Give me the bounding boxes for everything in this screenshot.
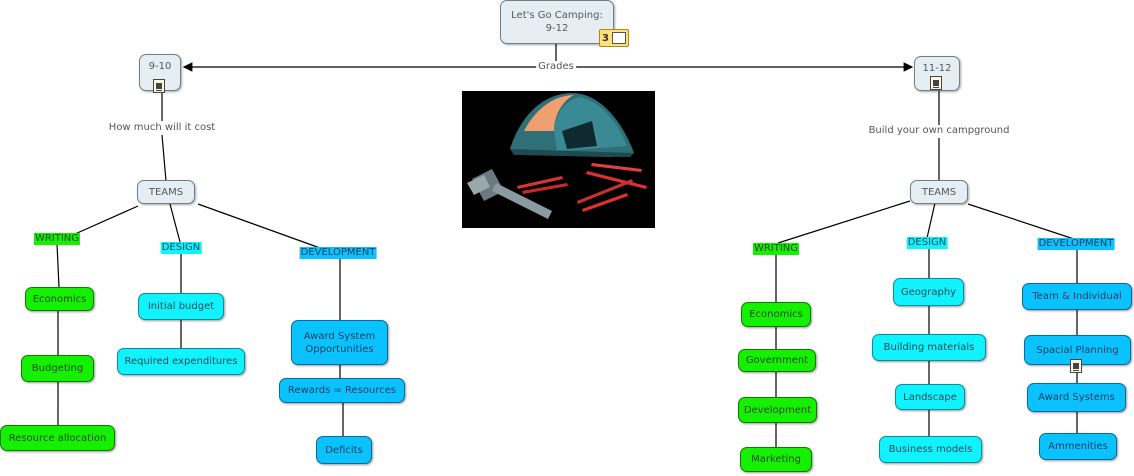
item-label: Award System Opportunities xyxy=(303,330,376,355)
item-label: Landscape xyxy=(903,391,957,403)
category-writing-left: WRITING xyxy=(33,233,81,245)
development-right-item[interactable]: Team & Individual xyxy=(1022,283,1132,310)
item-label: Spacial Planning xyxy=(1036,344,1119,356)
design-right-item[interactable]: Business models xyxy=(879,436,982,463)
link-label-grades: Grades xyxy=(536,61,576,73)
teams-node-right[interactable]: TEAMS xyxy=(910,180,968,204)
item-label: Deficits xyxy=(325,444,363,456)
item-label: Rewards = Resources xyxy=(287,385,397,396)
item-label: Business models xyxy=(888,444,973,455)
question-left: How much will it cost xyxy=(106,122,218,134)
writing-left-item[interactable]: Budgeting xyxy=(21,355,94,382)
root-title: Let's Go Camping: 9-12 xyxy=(511,10,603,34)
writing-right-item[interactable]: Government xyxy=(738,349,816,372)
category-design-left: DESIGN xyxy=(160,242,202,254)
item-label: Development xyxy=(743,404,812,416)
teams-node-left[interactable]: TEAMS xyxy=(137,180,195,204)
item-label: Ammenities xyxy=(1048,441,1108,452)
item-label: Resource allocation xyxy=(8,432,107,444)
pencil-icon xyxy=(612,32,626,44)
design-right-item[interactable]: Landscape xyxy=(895,384,965,410)
category-development-right: DEVELOPMENT xyxy=(1037,238,1115,250)
development-left-item[interactable]: Deficits xyxy=(316,436,372,464)
writing-left-item[interactable]: Economics xyxy=(25,287,94,311)
item-label: Geography xyxy=(900,286,957,298)
design-right-item[interactable]: Building materials xyxy=(872,334,986,361)
item-label: Award Systems xyxy=(1038,392,1115,403)
development-right-item[interactable]: Ammenities xyxy=(1039,433,1117,460)
grade-right-label: 11-12 xyxy=(922,63,952,74)
development-left-item[interactable]: Award System Opportunities xyxy=(291,320,388,365)
item-label: Government xyxy=(745,355,809,366)
notes-count: 3 xyxy=(602,32,609,44)
category-writing-right: WRITING xyxy=(752,243,800,255)
category-development-left: DEVELOPMENT xyxy=(299,247,377,259)
design-left-item[interactable]: Required expenditures xyxy=(117,348,245,375)
item-label: Economics xyxy=(749,309,803,320)
writing-right-item[interactable]: Marketing xyxy=(740,447,812,472)
tent-clipart-icon xyxy=(462,91,655,228)
question-right: Build your own campground xyxy=(866,125,1012,137)
development-right-item[interactable]: Spacial Planning xyxy=(1024,335,1131,365)
category-design-right: DESIGN xyxy=(906,237,948,249)
writing-right-item[interactable]: Development xyxy=(738,397,817,423)
item-label: Marketing xyxy=(751,454,801,465)
document-icon[interactable] xyxy=(1070,359,1082,373)
root-node[interactable]: Let's Go Camping: 9-12 xyxy=(500,0,614,44)
design-left-item[interactable]: Initial budget xyxy=(138,293,224,320)
document-icon[interactable] xyxy=(930,76,942,90)
teams-left-label: TEAMS xyxy=(148,186,184,198)
writing-left-item[interactable]: Resource allocation xyxy=(0,425,115,451)
item-label: Required expenditures xyxy=(124,356,238,367)
design-right-item[interactable]: Geography xyxy=(893,278,964,306)
grade-left-label: 9-10 xyxy=(148,61,172,72)
writing-right-item[interactable]: Economics xyxy=(741,302,811,327)
document-icon[interactable] xyxy=(153,79,165,93)
item-label: Budgeting xyxy=(31,363,84,374)
development-right-item[interactable]: Award Systems xyxy=(1027,383,1126,412)
development-left-item[interactable]: Rewards = Resources xyxy=(279,378,405,403)
notes-badge-icon[interactable]: 3 xyxy=(599,29,629,47)
item-label: Team & Individual xyxy=(1032,291,1122,302)
item-label: Economics xyxy=(32,293,87,305)
item-label: Initial budget xyxy=(147,301,215,312)
teams-right-label: TEAMS xyxy=(921,186,957,198)
item-label: Building materials xyxy=(883,342,975,353)
